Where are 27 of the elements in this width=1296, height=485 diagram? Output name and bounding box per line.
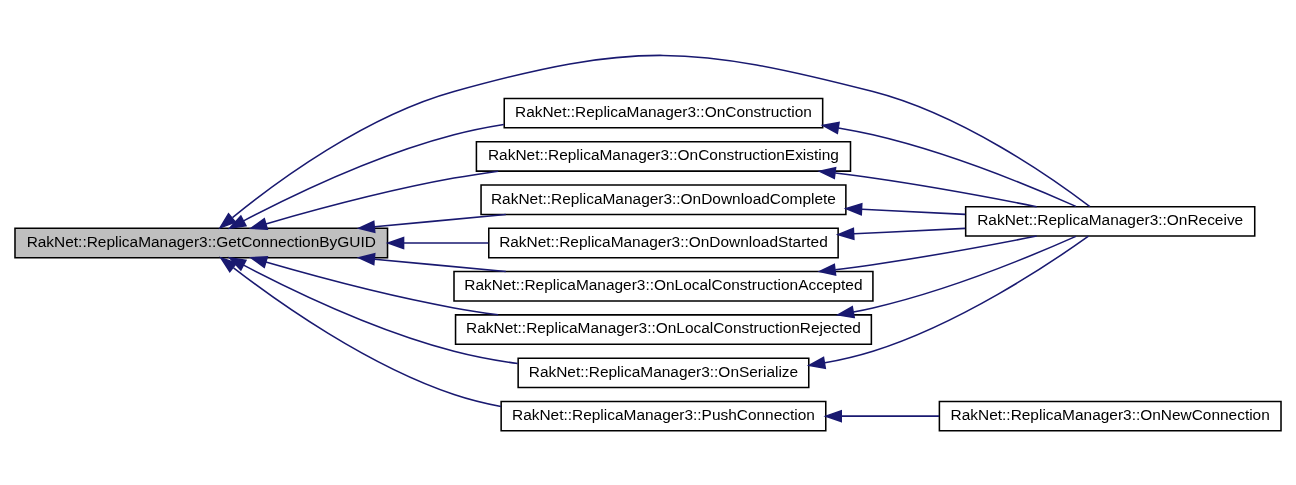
arrow — [835, 226, 966, 240]
arrow — [356, 213, 507, 233]
node-box: RakNet::ReplicaManager3::OnLocalConstructionRejected — [454, 313, 873, 345]
arrow — [817, 234, 1038, 276]
node-box: RakNet::ReplicaManager3::OnSerialize — [517, 356, 810, 388]
arrow — [218, 54, 1091, 229]
arrow — [820, 121, 1077, 207]
node-box: RakNet::ReplicaManager3::OnLocalConstructionAccepted — [453, 270, 874, 302]
arrow — [843, 202, 966, 216]
arrow — [817, 166, 1038, 207]
node-box: RakNet::ReplicaManager3::PushConnection — [500, 400, 827, 432]
node-box: RakNet::ReplicaManager3::OnDownloadComplete — [480, 183, 847, 215]
node-box: RakNet::ReplicaManager3::OnConstruction — [503, 97, 824, 129]
arrow — [835, 235, 1077, 318]
node-box: RakNet::ReplicaManager3::OnConstructionExisting — [475, 140, 852, 172]
node-box: RakNet::ReplicaManager3::OnReceive — [964, 205, 1256, 237]
arrow — [219, 255, 502, 407]
node-box: RakNet::ReplicaManager3::OnNewConnection — [938, 400, 1282, 432]
node-box: RakNet::ReplicaManager3::OnDownloadStarted — [488, 227, 839, 258]
arrow — [356, 252, 507, 272]
node-box: RakNet::ReplicaManager3::GetConnectionByGUID — [14, 227, 389, 258]
arrow — [823, 409, 940, 423]
arrow — [248, 169, 499, 230]
arrow — [385, 236, 490, 249]
arrow — [227, 256, 519, 364]
arrow — [227, 123, 505, 229]
arrow — [806, 234, 1090, 369]
